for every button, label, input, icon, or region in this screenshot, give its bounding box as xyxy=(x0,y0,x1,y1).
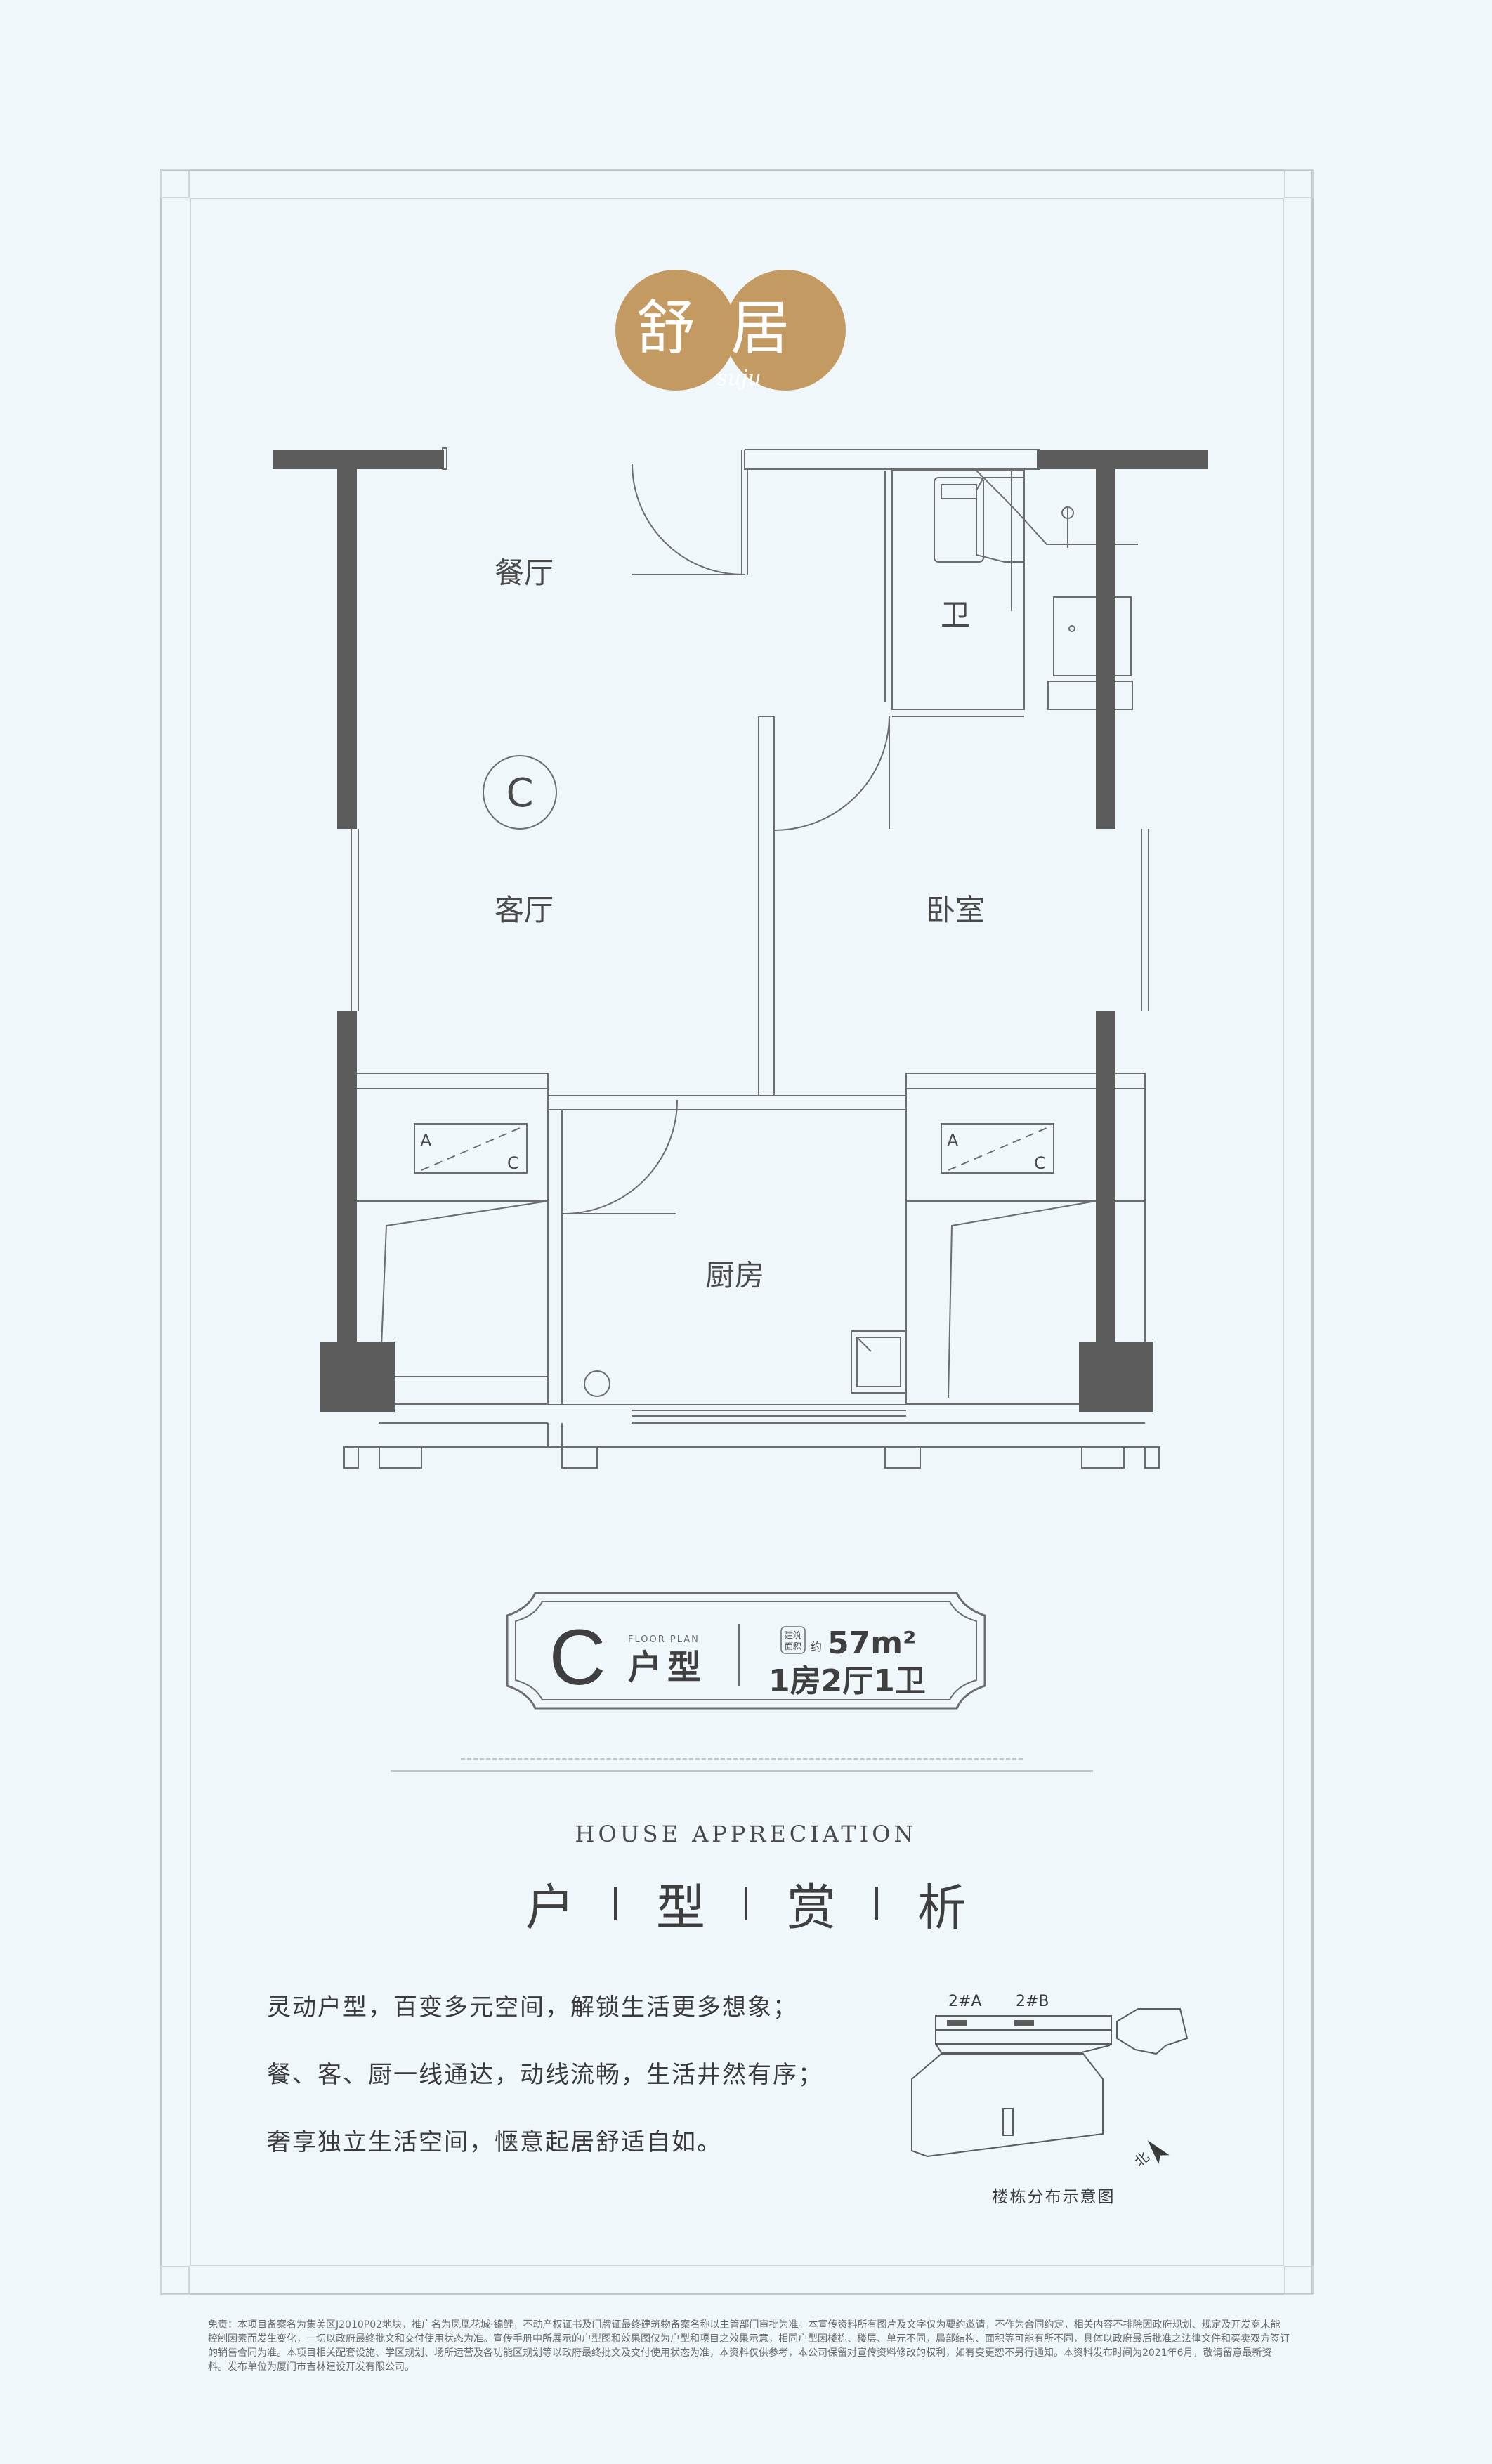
separator xyxy=(875,1887,878,1920)
frame-corner xyxy=(160,169,190,198)
logo-title: 舒居 xyxy=(636,294,825,362)
floor-plan-label: FLOOR PLAN xyxy=(628,1634,700,1645)
minimap-bldg-b: 2#B xyxy=(1016,1993,1049,2010)
area-tag-top: 建筑 xyxy=(785,1630,801,1640)
unit-type-label: 户型 xyxy=(628,1648,707,1687)
separator xyxy=(745,1887,747,1920)
plan-thin-lines xyxy=(343,447,1160,1469)
frame-corner xyxy=(160,2266,190,2295)
description-line: 奢享独立生活空间，惬意起居舒适自如。 xyxy=(267,2128,722,2156)
unit-marker-circle xyxy=(483,755,557,830)
description-line: 餐、客、厨一线通达，动线流畅，生活井然有序； xyxy=(267,2061,823,2089)
frame-corner xyxy=(1284,169,1314,198)
separator xyxy=(614,1887,617,1920)
area-tag-bottom: 面积 xyxy=(785,1641,801,1651)
minimap-caption: 楼栋分布示意图 xyxy=(992,2188,1115,2206)
area-value: 57m² xyxy=(827,1625,916,1661)
frame-corner xyxy=(1284,2266,1314,2295)
description-line: 灵动户型，百变多元空间，解锁生活更多想象； xyxy=(267,1993,798,2021)
logo-script: suju xyxy=(716,366,761,391)
dashed-rule xyxy=(461,1758,1023,1760)
room-bedroom: 卧室 xyxy=(926,893,985,927)
disclaimer: 免责：本项目备案名为集美区J2010P02地块，推广名为凤凰花城·锦鲤，不动产权… xyxy=(208,2319,1290,2373)
description: 灵动户型，百变多元空间，解锁生活更多想象； 餐、客、厨一线通达，动线流畅，生活井… xyxy=(267,1995,899,2197)
section-char: 析 xyxy=(917,1878,967,1937)
outer-frame xyxy=(160,169,1314,2295)
unit-title-box: C FLOOR PLAN 户型 建筑 面积 约 57m² 1房2厅1卫 xyxy=(506,1592,986,1710)
minimap-bldg-a: 2#A xyxy=(948,1993,981,2010)
logo-circle-right xyxy=(725,270,846,391)
layout-text: 1房2厅1卫 xyxy=(768,1663,926,1699)
section-char: 户 xyxy=(525,1878,575,1937)
ac-left-a: A xyxy=(420,1131,432,1151)
unit-letter: C xyxy=(549,1613,606,1701)
minimap-north: 北 xyxy=(1131,2148,1153,2170)
floor-plan: C 餐厅 客厅 卫 卧室 厨房 A C A C xyxy=(273,447,1208,1469)
section-en-title: HOUSE APPRECIATION xyxy=(575,1821,917,1847)
room-living: 客厅 xyxy=(495,893,554,927)
area-prefix: 约 xyxy=(811,1640,822,1653)
ac-left-c: C xyxy=(507,1153,519,1173)
section-char: 赏 xyxy=(787,1878,836,1937)
ac-right-a: A xyxy=(947,1131,959,1151)
section-rule xyxy=(391,1770,1093,1772)
room-kitchen: 厨房 xyxy=(705,1258,764,1292)
north-arrow-icon: 北 xyxy=(1131,2140,1170,2170)
section-char: 型 xyxy=(656,1878,705,1937)
suju-logo: 舒居 suju xyxy=(615,270,846,391)
inner-frame xyxy=(190,198,1284,2266)
section-cn-title: 户 型 赏 析 xyxy=(464,1861,1028,1946)
logo-circle-left xyxy=(615,270,736,391)
room-dining: 餐厅 xyxy=(495,556,554,590)
ac-right-c: C xyxy=(1034,1153,1046,1173)
plan-thick-walls xyxy=(273,450,1208,1412)
building-minimap: 2#A 2#B 北 xyxy=(911,1993,1189,2170)
room-bath: 卫 xyxy=(941,598,970,632)
unit-marker: C xyxy=(506,771,533,816)
